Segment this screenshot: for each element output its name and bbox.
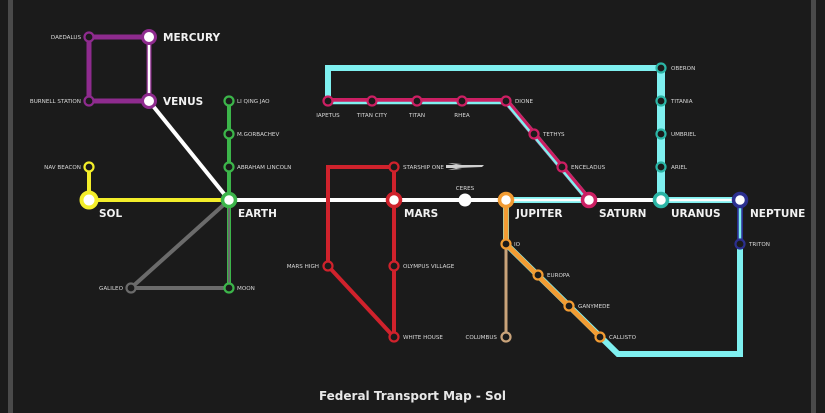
station-moon[interactable] (223, 282, 235, 294)
label-umbriel: UMBRIEL (671, 132, 697, 138)
minor-labels: DAEDALUS BURNELL STATION NAV BEACON GALI… (30, 35, 770, 341)
label-earth: EARTH (238, 208, 277, 220)
label-europa: EUROPA (547, 273, 570, 279)
station-lincoln[interactable] (223, 161, 235, 173)
galileo-line (125, 198, 231, 290)
label-rhea: RHEA (454, 113, 470, 119)
mars-line (326, 165, 396, 343)
main-line (147, 99, 740, 202)
station-titan-city[interactable] (366, 95, 378, 107)
station-neptune[interactable] (731, 191, 749, 209)
station-venus[interactable] (141, 93, 157, 109)
station-mars-high[interactable] (322, 260, 334, 272)
label-titan: TITAN (408, 113, 425, 119)
mercury-line (86, 34, 152, 104)
station-iapetus[interactable] (322, 95, 334, 107)
label-ganymede: GANYMEDE (578, 304, 610, 310)
station-ariel[interactable] (655, 161, 667, 173)
label-daedalus: DAEDALUS (51, 35, 82, 41)
station-mercury[interactable] (141, 29, 157, 45)
label-neptune: NEPTUNE (750, 208, 805, 220)
station-nav-beacon[interactable] (83, 161, 95, 173)
station-callisto[interactable] (594, 331, 606, 343)
label-enceladus: ENCELADUS (571, 165, 606, 171)
station-starship-one[interactable] (388, 161, 400, 173)
label-lincoln: ABRAHAM LINCOLN (237, 165, 291, 171)
station-olympus[interactable] (388, 260, 400, 272)
station-uranus[interactable] (652, 191, 670, 209)
label-gorbachev: M.GORBACHEV (237, 132, 279, 138)
station-saturn[interactable] (580, 191, 598, 209)
label-oberon: OBERON (671, 66, 695, 72)
major-labels: MERCURY VENUS SOL EARTH MARS JUPITER SAT… (99, 32, 805, 220)
station-titania[interactable] (655, 95, 667, 107)
label-galileo: GALILEO (99, 286, 124, 292)
label-mars-high: MARS HIGH (287, 264, 319, 270)
station-mars[interactable] (385, 191, 403, 209)
station-li-qing-jao[interactable] (223, 95, 235, 107)
right-frame-border (811, 0, 816, 413)
station-ganymede[interactable] (563, 300, 575, 312)
label-titania: TITANIA (670, 99, 693, 105)
station-dione[interactable] (500, 95, 512, 107)
label-callisto: CALLISTO (609, 335, 637, 341)
jupiter-line (503, 200, 602, 339)
label-ceres: CERES (456, 186, 475, 192)
minor-stations (83, 31, 746, 343)
station-enceladus[interactable] (556, 161, 568, 173)
label-moon: MOON (237, 286, 255, 292)
label-io: IO (514, 242, 521, 248)
label-saturn: SATURN (599, 208, 646, 220)
label-iapetus: IAPETUS (316, 113, 340, 119)
starship-icon (446, 163, 484, 170)
station-triton[interactable] (734, 238, 746, 250)
label-titan-city: TITAN CITY (356, 113, 388, 119)
label-mercury: MERCURY (163, 32, 220, 44)
station-earth[interactable] (220, 191, 238, 209)
station-columbus[interactable] (500, 331, 512, 343)
label-dione: DIONE (515, 99, 534, 105)
label-mars: MARS (404, 208, 438, 220)
label-nav-beacon: NAV BEACON (44, 165, 81, 171)
station-gorbachev[interactable] (223, 128, 235, 140)
label-tethys: TETHYS (542, 132, 565, 138)
station-rhea[interactable] (456, 95, 468, 107)
station-galileo[interactable] (125, 282, 137, 294)
station-umbriel[interactable] (655, 128, 667, 140)
station-titan[interactable] (411, 95, 423, 107)
label-burnell: BURNELL STATION (30, 99, 81, 105)
station-burnell[interactable] (83, 95, 95, 107)
label-jupiter: JUPITER (515, 208, 562, 220)
station-oberon[interactable] (655, 62, 667, 74)
station-io[interactable] (500, 238, 512, 250)
label-uranus: URANUS (671, 208, 721, 220)
label-olympus: OLYMPUS VILLAGE (403, 264, 455, 270)
station-white-house[interactable] (388, 331, 400, 343)
station-europa[interactable] (532, 269, 544, 281)
label-white-house: WHITE HOUSE (403, 335, 443, 341)
label-starship-one: STARSHIP ONE (403, 165, 444, 171)
station-ceres[interactable] (458, 193, 472, 207)
station-daedalus[interactable] (83, 31, 95, 43)
station-jupiter[interactable] (497, 191, 515, 209)
label-columbus: COLUMBUS (465, 335, 497, 341)
station-sol[interactable] (79, 190, 99, 210)
label-sol: SOL (99, 208, 122, 220)
label-venus: VENUS (163, 96, 203, 108)
major-stations (79, 29, 749, 210)
left-frame-border (8, 0, 13, 413)
label-li-qing-jao: LI QING JAO (237, 99, 270, 105)
label-triton: TRITON (748, 242, 770, 248)
map-title: Federal Transport Map - Sol (318, 389, 507, 403)
label-ariel: ARIEL (671, 165, 688, 171)
station-tethys[interactable] (528, 128, 540, 140)
